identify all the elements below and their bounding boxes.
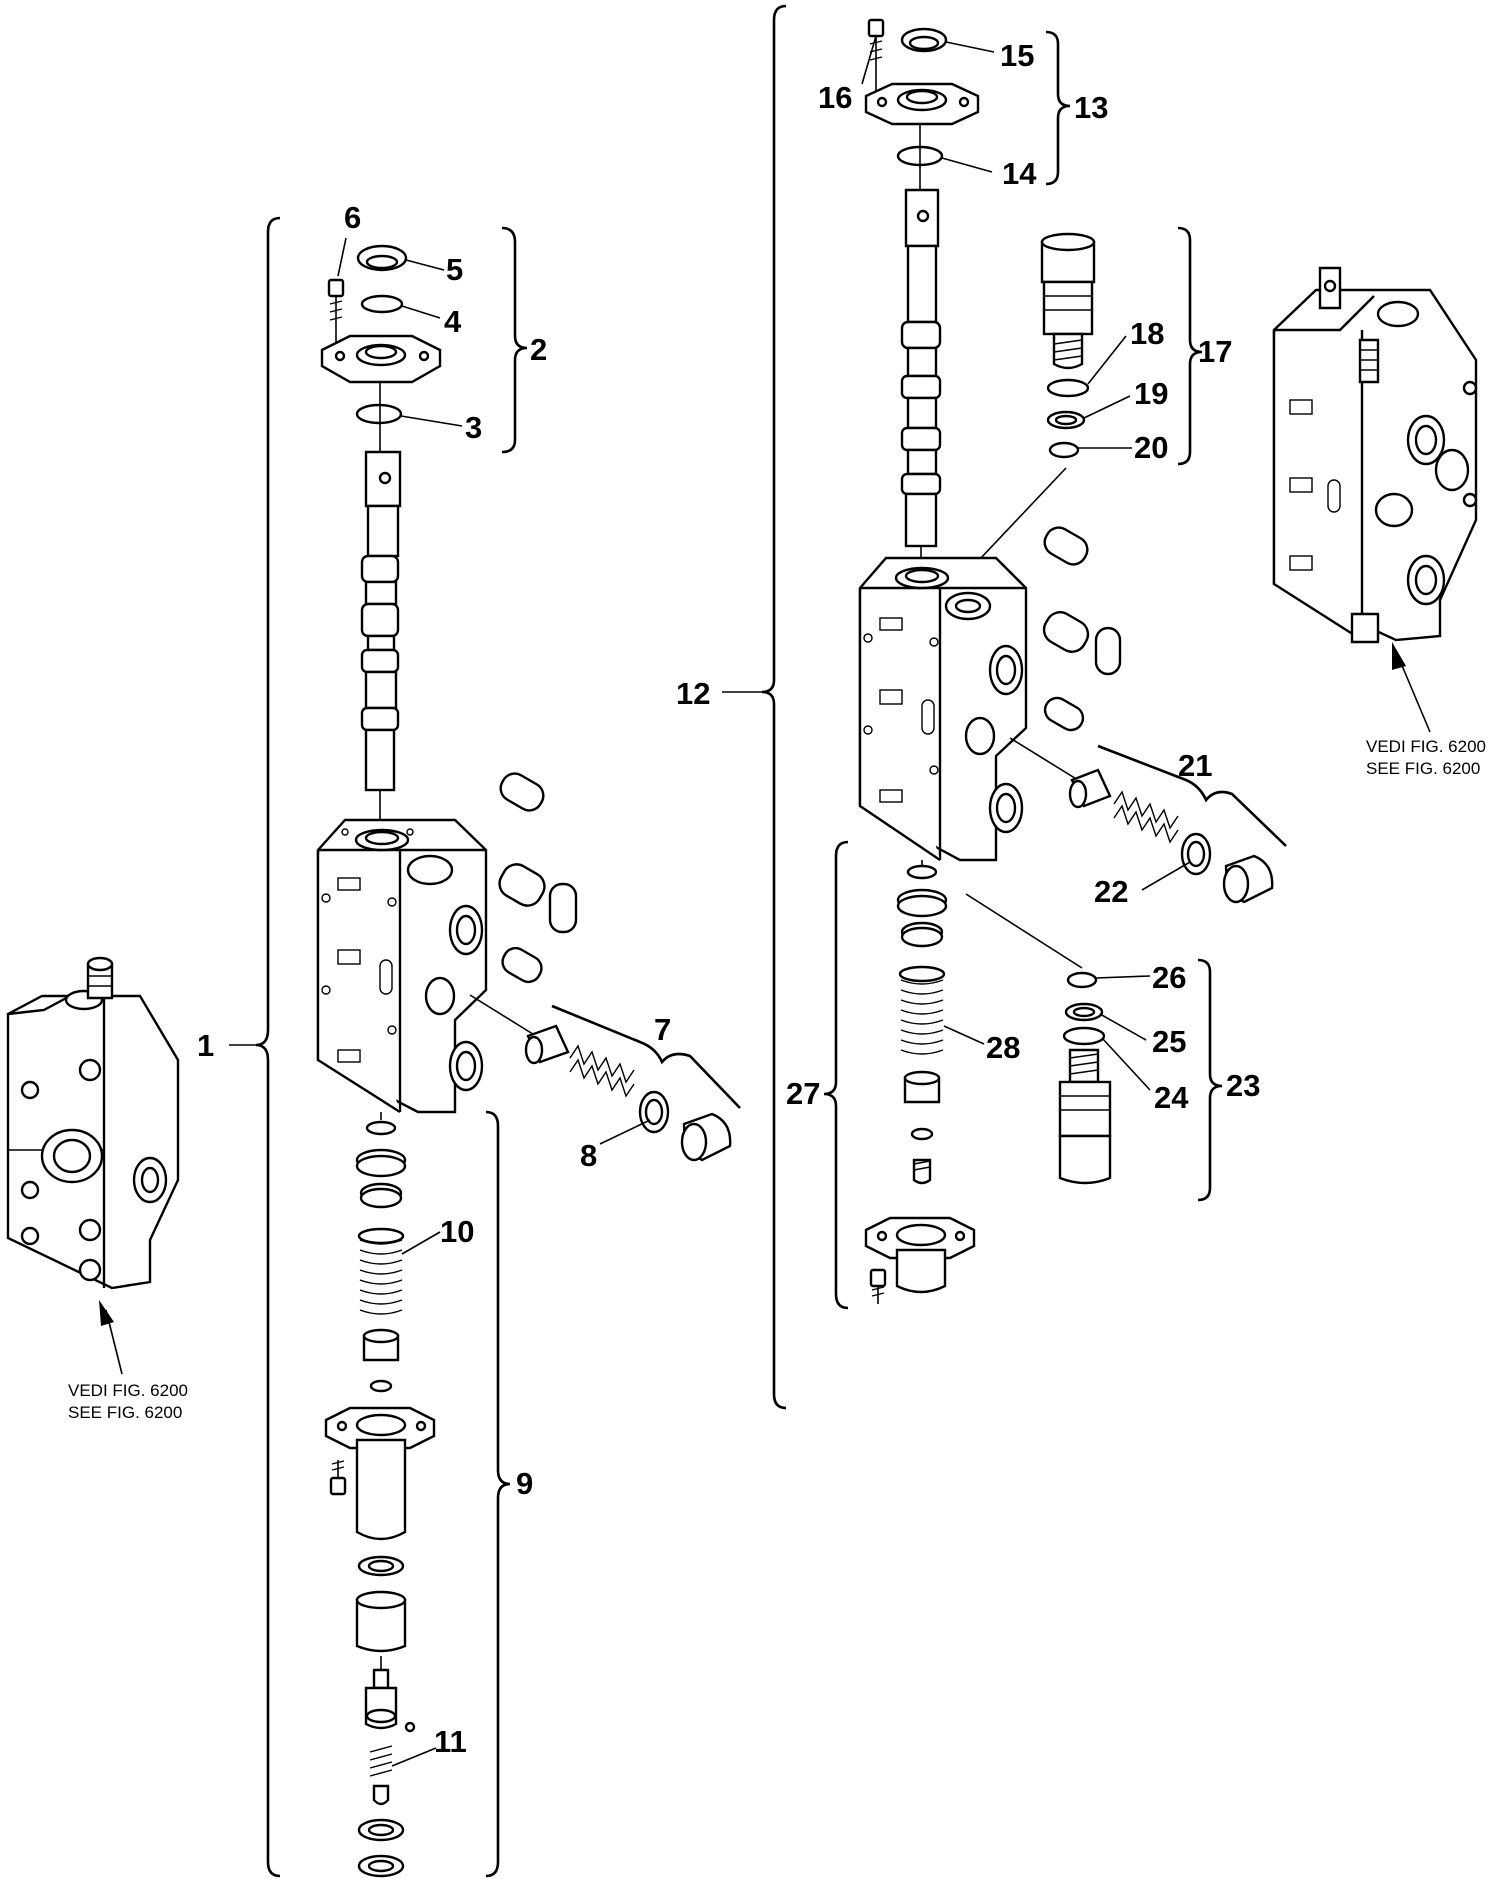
right-reference-assembly [1272, 266, 1478, 644]
label-16: 16 [818, 80, 852, 115]
label-15: 15 [1000, 38, 1034, 73]
label-25: 25 [1152, 1024, 1186, 1059]
label-17: 17 [1198, 334, 1232, 369]
reference-arrows [99, 642, 1431, 1375]
label-21: 21 [1178, 748, 1212, 783]
label-26: 26 [1152, 960, 1186, 995]
left-ref-line1: VEDI FIG. 6200 [68, 1381, 188, 1400]
left-valve-body [316, 818, 488, 1114]
label-3: 3 [465, 410, 482, 445]
left-reference-assembly [6, 956, 180, 1290]
label-9: 9 [516, 1466, 533, 1501]
label-22: 22 [1094, 874, 1128, 909]
label-24: 24 [1154, 1080, 1189, 1115]
left-relief-parts [469, 994, 732, 1162]
left-ref-line2: SEE FIG. 6200 [68, 1403, 182, 1422]
label-14: 14 [1002, 156, 1037, 191]
left-lower-stack [324, 1112, 436, 1878]
right-ref-line2: SEE FIG. 6200 [1366, 759, 1480, 778]
label-8: 8 [580, 1138, 597, 1173]
left-side-seals [498, 772, 578, 984]
label-20: 20 [1134, 430, 1168, 465]
label-7: 7 [654, 1012, 671, 1047]
label-28: 28 [986, 1030, 1020, 1065]
label-1: 1 [197, 1028, 214, 1063]
leader-lines [229, 35, 1191, 1767]
label-23: 23 [1226, 1068, 1260, 1103]
label-13: 13 [1074, 90, 1108, 125]
reference-notes: VEDI FIG. 6200 SEE FIG. 6200 VEDI FIG. 6… [68, 737, 1486, 1422]
label-10: 10 [440, 1214, 474, 1249]
label-19: 19 [1134, 376, 1168, 411]
right-side-seals [1042, 526, 1122, 732]
right-ref-line1: VEDI FIG. 6200 [1366, 737, 1486, 756]
right-lower-stack [864, 860, 976, 1304]
right-bottom-cartridge [965, 893, 1112, 1185]
label-18: 18 [1130, 316, 1164, 351]
label-2: 2 [530, 332, 547, 367]
right-relief-parts [1009, 737, 1274, 904]
label-5: 5 [446, 252, 463, 287]
right-upper-stack [864, 18, 980, 580]
label-12: 12 [676, 676, 710, 711]
label-27: 27 [786, 1076, 820, 1111]
callout-labels: 1 2 3 4 5 6 7 8 9 10 11 12 13 14 15 16 1… [197, 38, 1260, 1759]
right-top-cartridge [961, 232, 1096, 579]
label-6: 6 [344, 200, 361, 235]
label-11: 11 [434, 1724, 467, 1759]
left-upper-stack [320, 244, 442, 850]
label-4: 4 [444, 304, 462, 339]
right-valve-body [858, 556, 1028, 862]
